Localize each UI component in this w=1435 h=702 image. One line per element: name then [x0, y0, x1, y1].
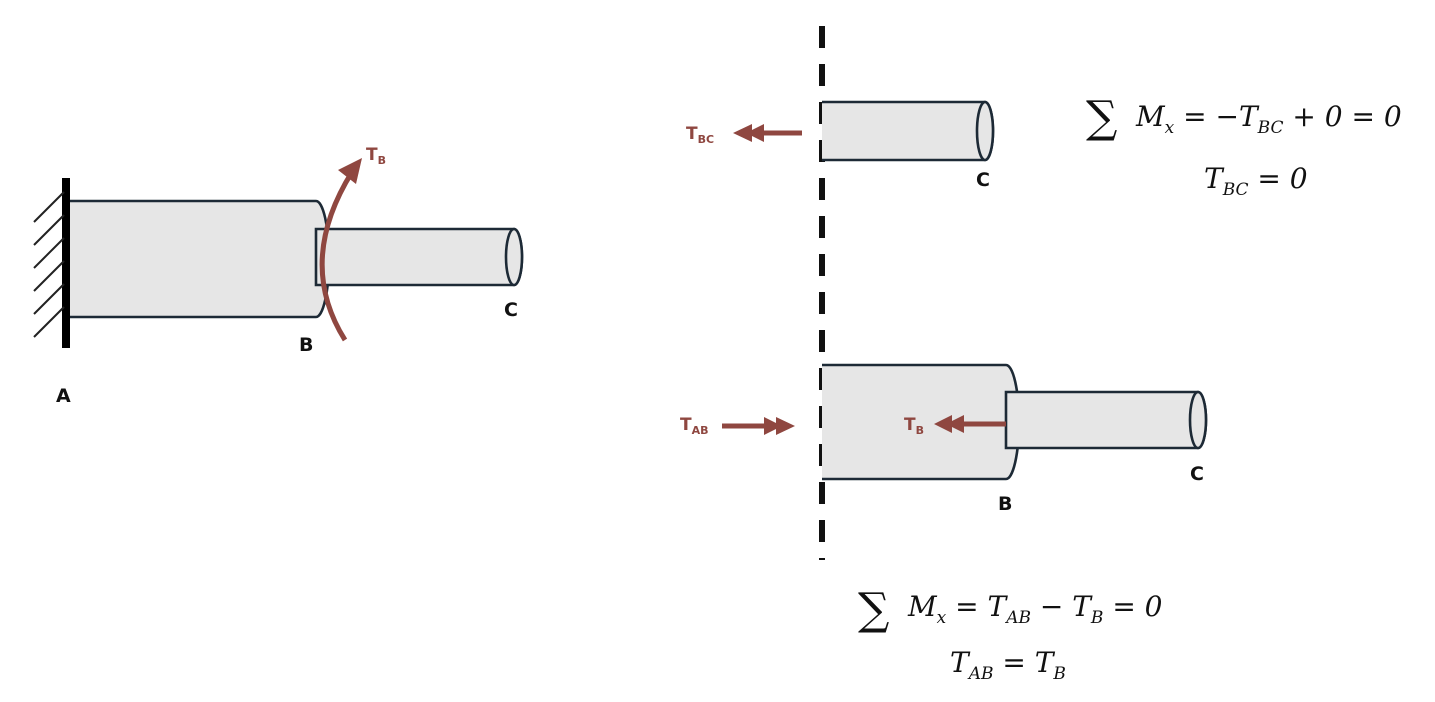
equation-top-sum-text: Mx = −TBC + 0 = 0 — [1135, 100, 1402, 138]
torque-tb-curved-arrow — [319, 158, 362, 342]
label-c-lower: C — [1190, 463, 1204, 485]
fbd-bc-shaft — [822, 100, 995, 162]
equation-bottom-sum: ∑ Mx = TAB − TB = 0 — [858, 584, 1163, 635]
sigma-symbol-top: ∑ — [1086, 92, 1117, 143]
equation-bottom-sum-text: Mx = TAB − TB = 0 — [907, 590, 1163, 628]
label-c: C — [504, 299, 518, 321]
equation-top-sum: ∑ Mx = −TBC + 0 = 0 — [1086, 92, 1402, 143]
label-c-top: C — [976, 169, 990, 191]
equation-bottom-result: TAB = TB — [950, 646, 1066, 684]
equation-bottom-result-text: TAB = TB — [950, 646, 1066, 684]
shaft-segment-bc — [314, 227, 524, 287]
torque-tb-internal-arrow — [934, 415, 1006, 433]
torque-tab-label: TAB — [680, 415, 709, 437]
fixed-support — [33, 178, 70, 348]
equation-top-result: TBC = 0 — [1204, 162, 1308, 200]
torque-tbc-label: TBC — [686, 124, 714, 146]
label-a: A — [56, 385, 71, 407]
label-b: B — [299, 334, 313, 356]
equation-top-result-text: TBC = 0 — [1204, 162, 1308, 200]
shaft-segment-ab — [70, 199, 331, 319]
torque-tab-arrow — [722, 417, 795, 435]
torque-tb-label: TB — [366, 145, 386, 167]
label-b-lower: B — [998, 493, 1012, 515]
torque-tb-internal-label: TB — [904, 415, 924, 437]
sigma-symbol-bottom: ∑ — [858, 584, 889, 635]
torque-tbc-arrow — [733, 124, 802, 142]
wall-hatching — [33, 191, 65, 338]
fbd-ab-bc-shaft — [1004, 390, 1208, 450]
